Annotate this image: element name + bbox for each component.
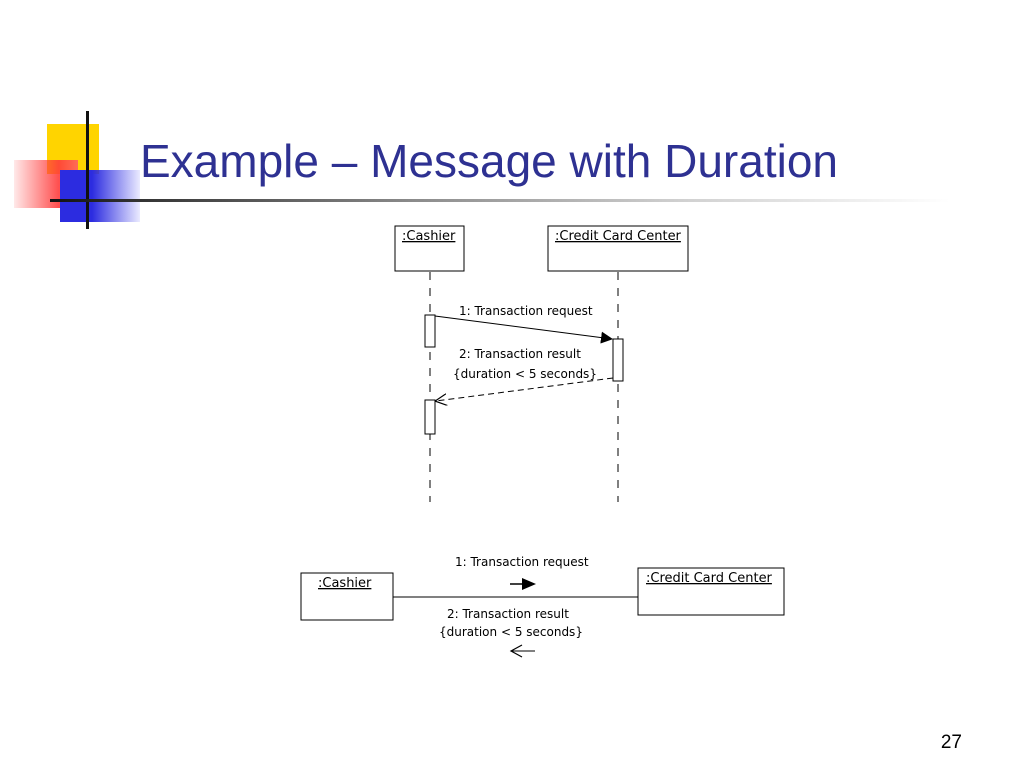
page-number: 27	[940, 732, 962, 753]
sequence-message-2-constraint: {duration < 5 seconds}	[453, 367, 597, 381]
title-underline	[50, 199, 950, 202]
sequence-diagram: :Cashier :Credit Card Center 1: Transact…	[394, 225, 689, 502]
logo-vertical-bar	[86, 111, 89, 229]
collaboration-message-1-label: 1: Transaction request	[455, 555, 589, 569]
collaboration-message-2-constraint: {duration < 5 seconds}	[439, 625, 583, 639]
sequence-message-2-label: 2: Transaction result	[459, 347, 581, 361]
collaboration-object-credit-card-center: :Credit Card Center	[637, 567, 785, 616]
cashier-activation-2	[424, 399, 436, 435]
sequence-message-2-arrow	[436, 377, 614, 401]
sequence-message-1-arrow	[434, 315, 613, 344]
collaboration-message-2-label: 2: Transaction result	[447, 607, 569, 621]
collaboration-object-cashier: :Cashier	[300, 572, 394, 621]
collaboration-diagram: :Cashier :Credit Card Center 1: Transact…	[300, 555, 785, 658]
credit-card-center-activation	[612, 338, 624, 382]
collaboration-object-cashier-label: :Cashier	[318, 576, 372, 591]
sequence-object-cashier: :Cashier	[394, 225, 465, 272]
sequence-object-cashier-label: :Cashier	[402, 229, 456, 244]
sequence-object-credit-card-center: :Credit Card Center	[547, 225, 689, 272]
sequence-object-credit-card-center-label: :Credit Card Center	[555, 229, 682, 244]
collaboration-object-credit-card-center-label: :Credit Card Center	[646, 571, 773, 586]
decorative-logo	[0, 0, 140, 240]
slide-title: Example – Message with Duration	[140, 135, 838, 187]
sequence-message-1-label: 1: Transaction request	[459, 304, 593, 318]
collaboration-message-2-arrow	[509, 644, 535, 658]
cashier-activation-1	[424, 314, 436, 348]
logo-blue-square	[60, 170, 140, 222]
collaboration-message-1-arrow	[510, 578, 536, 590]
